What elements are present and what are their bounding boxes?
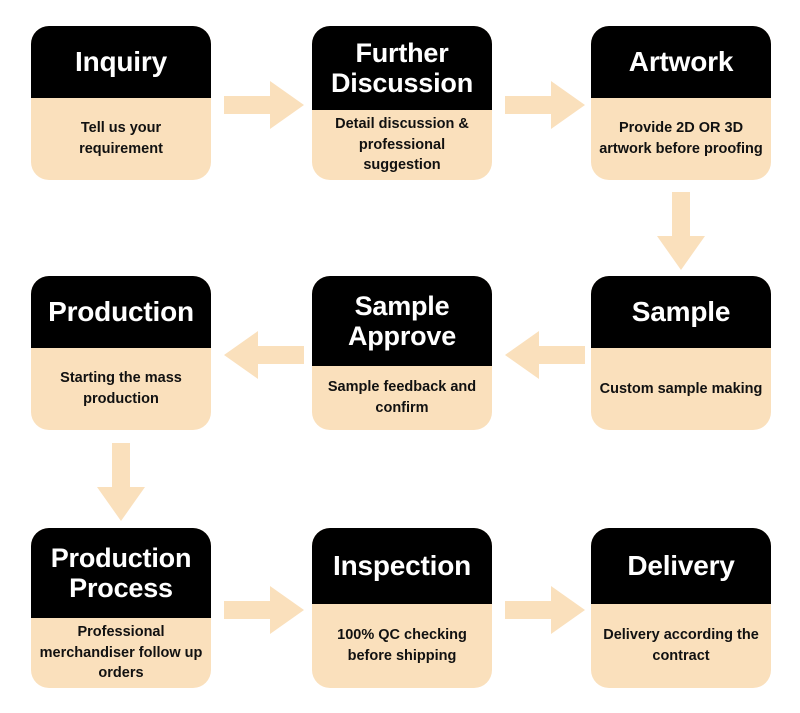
arrow-down-icon-production-to-production-process — [95, 443, 147, 521]
process-description-production: Starting the mass production — [60, 370, 182, 407]
process-title-production: Production — [31, 276, 211, 348]
process-box-delivery[interactable]: Delivery Delivery according the contract — [591, 528, 771, 688]
process-title-sample: Sample — [591, 276, 771, 348]
process-box-inspection[interactable]: Inspection 100% QC checking before shipp… — [312, 528, 492, 688]
arrow-left-icon-sample-to-sample-approve — [505, 329, 585, 381]
process-title-delivery: Delivery — [591, 528, 771, 604]
arrow-right-icon-inspection-to-delivery — [505, 584, 585, 636]
arrow-right-icon-production-process-to-inspection — [224, 584, 304, 636]
arrow-down-icon-artwork-to-sample — [655, 192, 707, 270]
process-box-further-discussion[interactable]: Further Discussion Detail discussion & p… — [312, 26, 492, 180]
process-box-production[interactable]: Production Starting the mass production — [31, 276, 211, 430]
arrow-right-icon-inquiry-to-further-discussion — [224, 79, 304, 131]
process-box-artwork[interactable]: Artwork Provide 2D OR 3D artwork before … — [591, 26, 771, 180]
process-description-production-process: Professional merchandiser follow up orde… — [39, 624, 203, 682]
process-title-sample-approve: Sample Approve — [312, 276, 492, 366]
arrow-right-icon-further-discussion-to-artwork — [505, 79, 585, 131]
process-title-inspection: Inspection — [312, 528, 492, 604]
process-title-further-discussion: Further Discussion — [312, 26, 492, 111]
arrow-left-icon-sample-approve-to-production — [224, 329, 304, 381]
process-description-inquiry: Tell us your requirement — [79, 120, 163, 157]
process-description-sample-approve: Sample feedback and confirm — [327, 379, 477, 416]
process-box-sample[interactable]: Sample Custom sample making — [591, 276, 771, 430]
process-description-further-discussion: Detail discussion & professional suggest… — [335, 116, 469, 174]
process-box-inquiry[interactable]: Inquiry Tell us your requirement — [31, 26, 211, 180]
process-description-inspection: 100% QC checking before shipping — [337, 627, 467, 664]
process-box-sample-approve[interactable]: Sample Approve Sample feedback and confi… — [312, 276, 492, 430]
process-title-inquiry: Inquiry — [31, 26, 211, 98]
process-description-delivery: Delivery according the contract — [603, 627, 759, 664]
process-title-production-process: Production Process — [31, 528, 211, 618]
process-description-sample: Custom sample making — [599, 380, 763, 397]
process-description-artwork: Provide 2D OR 3D artwork before proofing — [599, 120, 763, 157]
process-title-artwork: Artwork — [591, 26, 771, 98]
process-box-production-process[interactable]: Production Process Professional merchand… — [31, 528, 211, 688]
